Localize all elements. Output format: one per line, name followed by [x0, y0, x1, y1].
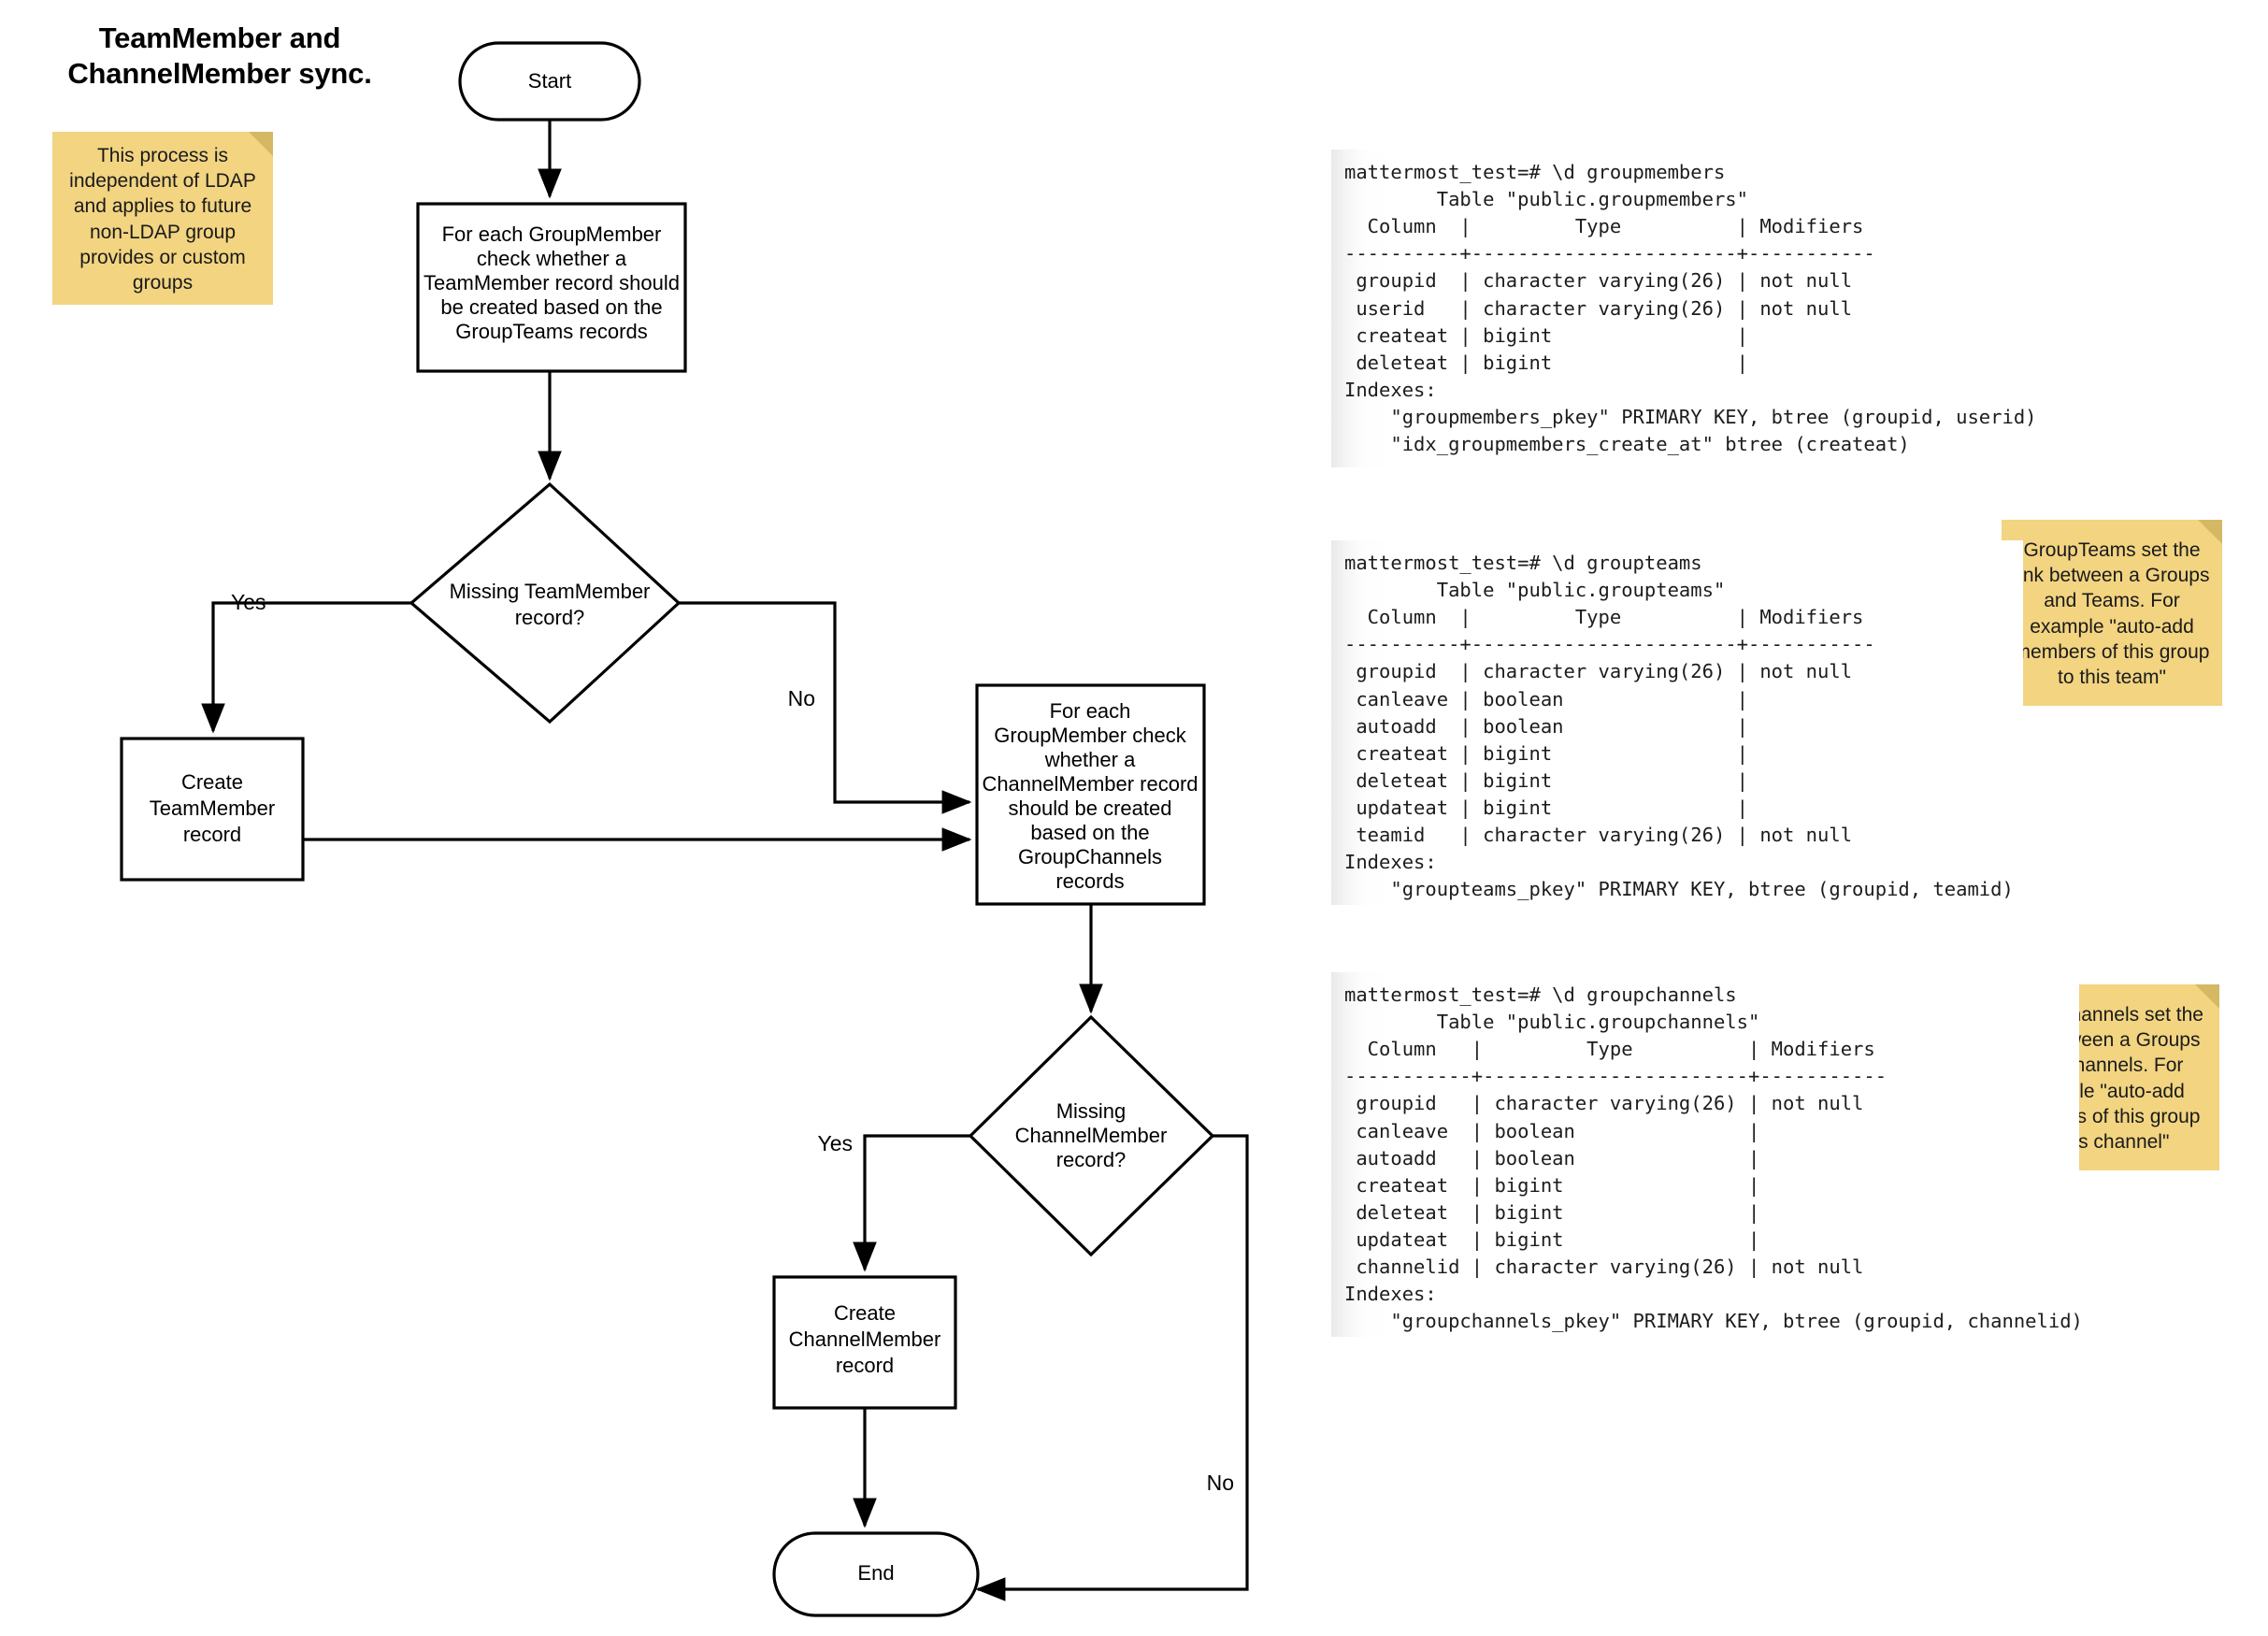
node-end-label: End	[857, 1561, 894, 1585]
node-start-label: Start	[528, 69, 571, 93]
edge-label-channelmember-yes: Yes	[817, 1131, 853, 1155]
node-process-channelmember-line-7: GroupChannels	[1018, 845, 1162, 868]
node-process-channelmember[interactable]: For each GroupMember check whether a Cha…	[975, 683, 1206, 906]
node-end[interactable]: End	[772, 1531, 980, 1617]
psql-output-groupchannels: mattermost_test=# \d groupchannels Table…	[1331, 972, 2083, 1337]
node-start[interactable]: Start	[458, 41, 641, 122]
edge-label-teammember-no: No	[788, 686, 815, 710]
node-create-channelmember[interactable]: Create ChannelMember record	[772, 1275, 957, 1410]
node-create-teammember[interactable]: Create TeamMember record	[120, 737, 305, 882]
node-process-teammember-line-1: For each GroupMember	[442, 222, 662, 246]
edge-decision-channelmember-no	[975, 1134, 1249, 1601]
edge-decision-teammember-yes	[201, 601, 411, 734]
node-decision-teammember-line-2: record?	[515, 606, 585, 629]
node-process-teammember-line-4: be created based on the	[440, 295, 662, 319]
node-create-channelmember-line-3: record	[836, 1354, 894, 1377]
psql-output-groupteams: mattermost_test=# \d groupteams Table "p…	[1331, 540, 2023, 905]
node-process-teammember-line-2: check whether a	[477, 247, 627, 270]
node-process-channelmember-line-5: should be created	[1009, 796, 1172, 820]
node-process-teammember-line-3: TeamMember record should	[423, 271, 680, 294]
node-create-teammember-line-1: Create	[181, 770, 243, 794]
psql-output-groupmembers: mattermost_test=# \d groupmembers Table …	[1331, 150, 2037, 467]
edge-decision-teammember-no	[679, 601, 972, 814]
node-decision-teammember-line-1: Missing TeamMember	[450, 580, 651, 603]
node-create-teammember-line-3: record	[183, 823, 241, 846]
node-process-teammember[interactable]: For each GroupMember check whether a Tea…	[416, 202, 687, 373]
node-process-channelmember-line-3: whether a	[1044, 748, 1136, 771]
sticky-note-groupteams: GroupTeams set the link between a Groups…	[2002, 520, 2222, 706]
node-process-channelmember-line-8: records	[1055, 869, 1124, 893]
node-create-channelmember-line-1: Create	[834, 1301, 896, 1325]
node-decision-channelmember-line-2: ChannelMember	[1015, 1124, 1168, 1147]
node-decision-channelmember[interactable]: Missing ChannelMember record?	[968, 1014, 1215, 1257]
sticky-note-ldap: This process is independent of LDAP and …	[52, 132, 273, 305]
node-process-teammember-line-5: GroupTeams records	[455, 320, 647, 343]
node-decision-teammember[interactable]: Missing TeamMember record?	[409, 481, 682, 725]
node-process-channelmember-line-6: based on the	[1030, 821, 1149, 844]
edge-decision-channelmember-yes	[853, 1134, 970, 1272]
sticky-note-ldap-text: This process is independent of LDAP and …	[69, 144, 256, 294]
flowchart-canvas: create_teammember --> Yes process_channe…	[120, 41, 1249, 1617]
sticky-note-groupteams-text: GroupTeams set the link between a Groups…	[2014, 538, 2210, 689]
node-create-teammember-line-2: TeamMember	[150, 796, 275, 820]
edge-label-teammember-yes: Yes	[231, 590, 266, 614]
node-process-channelmember-line-4: ChannelMember record	[982, 772, 1198, 796]
node-process-channelmember-line-2: GroupMember check	[994, 724, 1186, 747]
page-title: TeamMember and ChannelMember sync.	[67, 22, 372, 91]
node-decision-channelmember-line-3: record?	[1056, 1148, 1127, 1171]
node-decision-channelmember-line-1: Missing	[1056, 1099, 1127, 1123]
edge-label-channelmember-no: No	[1207, 1471, 1234, 1495]
node-process-channelmember-line-1: For each	[1050, 699, 1131, 723]
node-create-channelmember-line-2: ChannelMember	[789, 1327, 941, 1351]
